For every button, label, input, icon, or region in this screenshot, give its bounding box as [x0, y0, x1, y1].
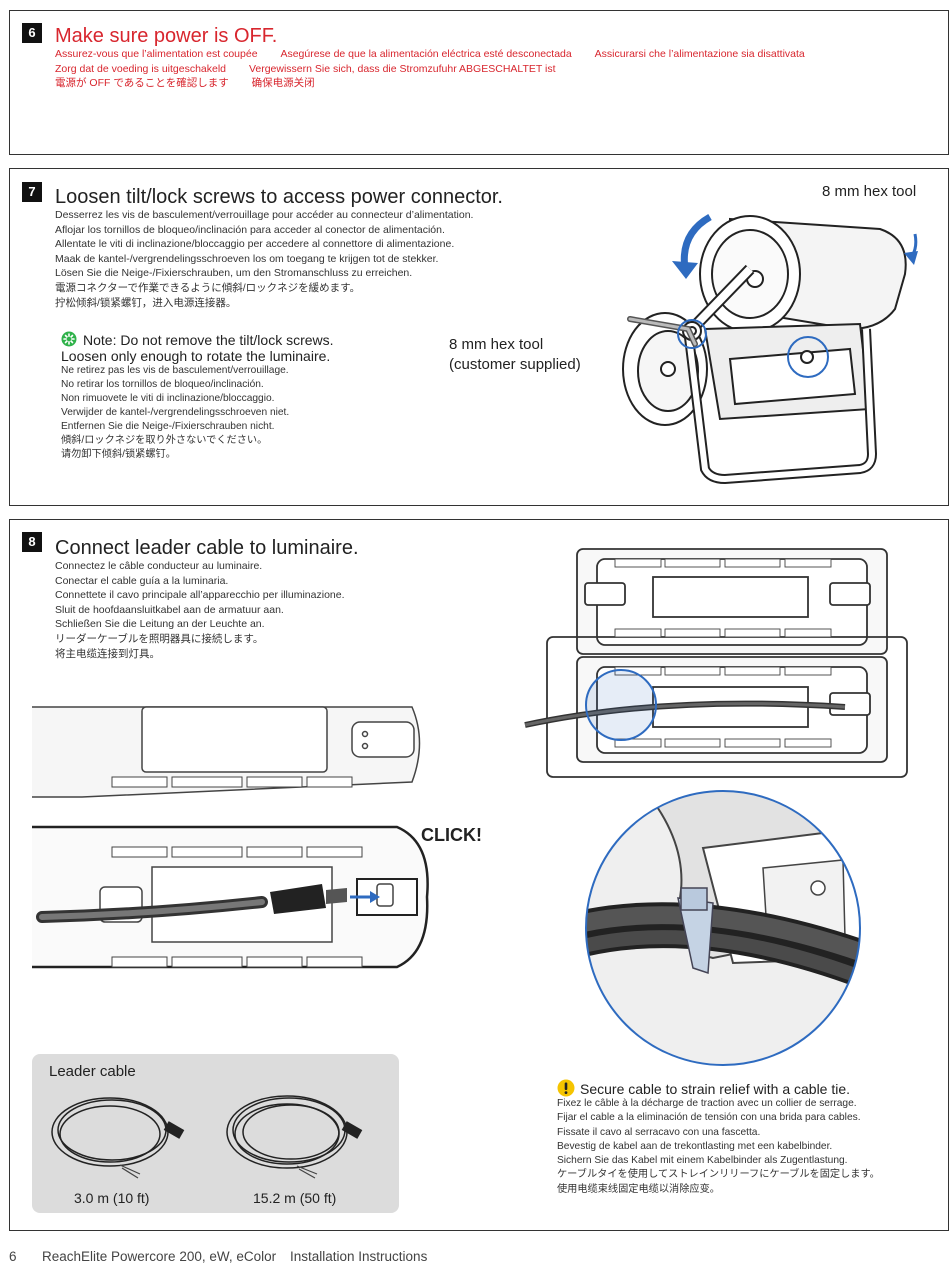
- leader-cable-title: Leader cable: [49, 1063, 136, 1080]
- tool-label-line-1: 8 mm hex tool: [449, 336, 544, 353]
- translation-line: Connectez le câble conducteur au luminai…: [55, 560, 263, 572]
- click-label: CLICK!: [421, 825, 482, 845]
- tool-label-top: 8 mm hex tool: [822, 183, 917, 200]
- note-translation: Verwijder de kantel-/vergrendelingsschro…: [61, 407, 290, 418]
- translation-line: Allentate le viti di inclinazione/blocca…: [55, 238, 455, 251]
- translation-it: Assicurarsi che l’alimentazione sia disa…: [594, 48, 805, 60]
- strain-relief-zoom-illustration: [585, 790, 861, 1066]
- step-7-panel: 7 Loosen tilt/lock screws to access powe…: [9, 168, 949, 506]
- translation-line: Sluit de hoofdaansluitkabel aan de armat…: [55, 603, 284, 616]
- tool-label: 8 mm hex tool (customer supplied): [449, 335, 581, 375]
- translation-line: 拧松倾斜/锁紧螺钉，进入电源连接器。: [55, 296, 237, 309]
- note-translation: Entfernen Sie die Neige-/Fixierschrauben…: [61, 421, 275, 432]
- luminaire-tilt-illustration: [622, 213, 918, 485]
- step-title: Connect leader cable to luminaire.: [55, 537, 359, 559]
- step-translations: Connectez le câble conducteur au luminai…: [55, 559, 345, 661]
- translation-line: Conectar el cable guía a la luminaria.: [55, 574, 229, 587]
- note-block: Note: Do not remove the tilt/lock screws…: [61, 331, 334, 462]
- translation-line: Aflojar los tornillos de bloqueo/inclina…: [55, 223, 445, 236]
- exclamation-warning-icon: [557, 1079, 575, 1097]
- cable-long-coil-icon: [226, 1095, 363, 1179]
- step-number: 6: [22, 23, 42, 43]
- note-translation: Ne retirez pas les vis de basculement/ve…: [61, 365, 289, 376]
- note-translation: 请勿卸下倾斜/锁紧螺钉。: [61, 449, 176, 460]
- gear-note-icon: [61, 331, 77, 347]
- cable-length-short: 3.0 m (10 ft): [74, 1190, 150, 1206]
- secure-translation: 使用电缆束线固定电缆以消除应变。: [557, 1183, 720, 1195]
- footer-product: ReachElite Powercore 200, eW, eColor: [42, 1249, 277, 1264]
- step-translations: Desserrez les vis de basculement/verroui…: [55, 208, 473, 310]
- translation-line: Maak de kantel-/vergrendelingsschroeven …: [55, 252, 439, 265]
- secure-cable-block: Secure cable to strain relief with a cab…: [557, 1079, 880, 1197]
- step-title: Loosen tilt/lock screws to access power …: [55, 186, 503, 208]
- note-line-2: Loosen only enough to rotate the luminai…: [61, 348, 331, 364]
- translation-de: Vergewissern Sie sich, dass die Stromzuf…: [248, 62, 556, 75]
- translation-line: Schließen Sie die Leitung an der Leuchte…: [55, 618, 265, 631]
- note-translation: No retirar los tornillos de bloqueo/incl…: [61, 379, 264, 390]
- secure-translation: Fixez le câble à la décharge de traction…: [557, 1098, 857, 1109]
- footer-page-number: 6: [9, 1249, 17, 1264]
- step-number: 7: [22, 182, 42, 202]
- fixture-overview-illustration: [524, 548, 908, 778]
- translation-zh: 确保电源关闭: [251, 77, 315, 89]
- translation-line: 電源コネクターで作業できるように傾斜/ロックネジを緩めます。: [55, 281, 361, 294]
- translation-line: 将主电缆连接到灯具。: [55, 647, 160, 660]
- step-title: Make sure power is OFF.: [55, 25, 278, 47]
- cable-short-coil-icon: [51, 1097, 185, 1179]
- translation-line: Desserrez les vis de basculement/verroui…: [55, 209, 474, 221]
- note-translation: Non rimuovete le viti di inclinazione/bl…: [61, 393, 275, 404]
- translation-line: Lösen Sie die Neige-/Fixierschrauben, um…: [55, 267, 413, 280]
- secure-translation: Fijar el cable a la eliminación de tensi…: [557, 1112, 861, 1124]
- step-number: 8: [22, 532, 42, 552]
- step-translations: Assurez-vous que l’alimentation est coup…: [55, 47, 825, 91]
- translation-fr: Assurez-vous que l’alimentation est coup…: [55, 48, 258, 60]
- connector-closeup-illustration: [32, 706, 429, 969]
- step-8-panel: 8 Connect leader cable to luminaire. Con…: [9, 519, 949, 1231]
- secure-translation: ケーブルタイを使用してストレインリリーフにケーブルを固定します。: [557, 1169, 880, 1181]
- footer-doc-type: Installation Instructions: [290, 1249, 428, 1264]
- translation-line: Connettete il cavo principale all’appare…: [55, 589, 345, 602]
- secure-translation: Bevestig de kabel aan de trekontlasting …: [557, 1140, 833, 1152]
- step-6-panel: 6 Make sure power is OFF. Assurez-vous q…: [9, 10, 949, 155]
- translation-line: リーダーケーブルを照明器具に接続します。: [55, 632, 264, 645]
- secure-translation: Sichern Sie das Kabel mit einem Kabelbin…: [557, 1155, 848, 1167]
- translation-es: Asegúrese de que la alimentación eléctri…: [280, 48, 572, 60]
- secure-head: Secure cable to strain relief with a cab…: [580, 1081, 851, 1097]
- tool-label-line-2: (customer supplied): [449, 356, 581, 373]
- note-line-1: Note: Do not remove the tilt/lock screws…: [83, 332, 334, 348]
- secure-translation: Fissate il cavo al serracavo con una fas…: [557, 1126, 761, 1138]
- note-translation: 傾斜/ロックネジを取り外さないでください。: [61, 435, 268, 446]
- leader-cable-panel: Leader cable 3.0 m (10 ft) 15.2 m (50 ft…: [32, 1054, 399, 1213]
- cable-length-long: 15.2 m (50 ft): [253, 1190, 337, 1206]
- translation-ja: 電源が OFF であることを確認します: [55, 77, 229, 89]
- translation-nl: Zorg dat de voeding is uitgeschakeld: [55, 62, 227, 75]
